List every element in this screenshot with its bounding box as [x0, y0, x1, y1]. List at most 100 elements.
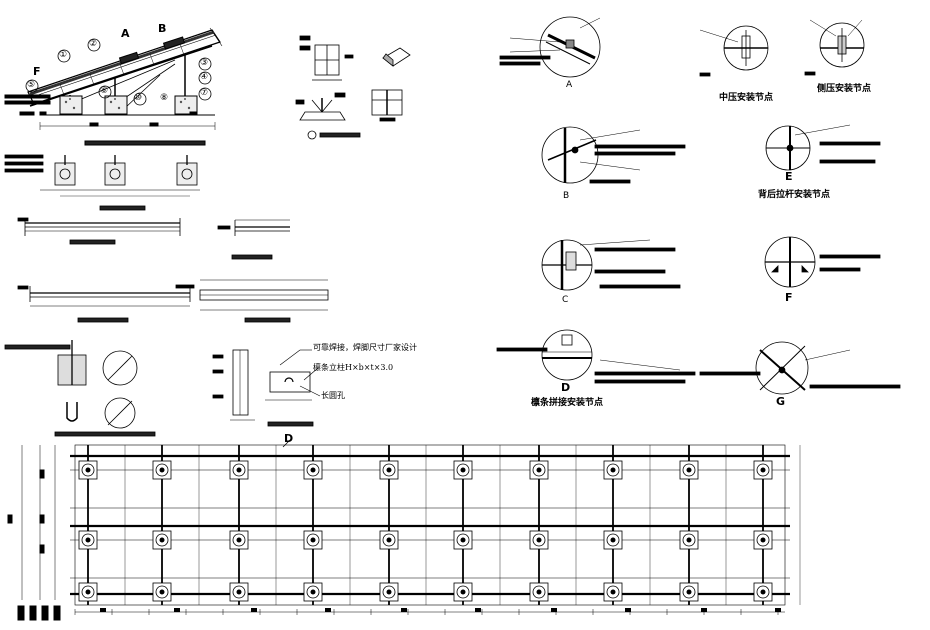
plan-pile-core	[159, 537, 165, 543]
detail-circle-g	[699, 341, 901, 395]
plan-pile-core	[236, 467, 242, 473]
plan-pile-core	[310, 467, 316, 473]
plan-pile	[306, 463, 320, 477]
detail-marker-f: F	[33, 65, 41, 78]
plan-dim-text	[251, 608, 257, 612]
plan-pile-core	[159, 467, 165, 473]
plan-dim-text	[325, 608, 331, 612]
plan-pile	[155, 463, 169, 477]
plan-pile	[232, 463, 246, 477]
plan-pile	[456, 585, 470, 599]
plan-dim-text	[475, 608, 481, 612]
plan-pile	[606, 463, 620, 477]
foundation-details	[4, 154, 200, 211]
plan-pile	[456, 533, 470, 547]
plan-marker-d: D	[284, 432, 294, 445]
plan-dim-text	[100, 608, 106, 612]
plan-pile	[606, 585, 620, 599]
part-number-8: ⑧	[160, 93, 169, 103]
plan-pile-core	[386, 589, 392, 595]
plan-pile-core	[85, 589, 91, 595]
hole-note: 长圆孔	[321, 391, 345, 400]
plan-pile	[456, 463, 470, 477]
detail-circle-d	[496, 329, 696, 384]
weld-detail	[212, 349, 321, 427]
mid-press-title: 中压安装节点	[719, 93, 774, 103]
plan-pile-core	[386, 537, 392, 543]
column-note: 檩条立柱H×b×t×3.0	[313, 363, 394, 372]
plan-dim-text	[401, 608, 407, 612]
plan-pile	[382, 463, 396, 477]
part-number-3: ③	[200, 58, 209, 68]
plan-pile	[756, 533, 770, 547]
side-press-detail	[804, 19, 865, 76]
main-section-view	[4, 27, 223, 146]
plan-pile	[756, 463, 770, 477]
plan-pile-core	[236, 589, 242, 595]
purlin-elevations	[17, 217, 329, 323]
plan-pile-core	[85, 467, 91, 473]
part-number-5: ⑤	[27, 80, 36, 90]
plan-pile-core	[760, 537, 766, 543]
part-number-1: ①	[59, 50, 68, 60]
purlin-joint-title: 檩条拼接安装节点	[531, 398, 604, 408]
plan-pile	[682, 585, 696, 599]
weld-note: 可靠焊接，焊脚尺寸厂家设计	[313, 343, 417, 352]
detail-label-c: C	[562, 295, 569, 305]
detail-circle-e	[765, 124, 881, 171]
plan-pile	[155, 533, 169, 547]
detail-marker-b: B	[158, 22, 167, 35]
plan-pile	[606, 533, 620, 547]
plan-pile	[756, 585, 770, 599]
detail-label-f: F	[785, 291, 793, 304]
plan-pile	[232, 585, 246, 599]
detail-label-b: B	[563, 191, 570, 201]
plan-pile	[532, 585, 546, 599]
detail-label-a: A	[566, 80, 573, 90]
plan-pile	[382, 585, 396, 599]
detail-circle-a	[499, 16, 601, 78]
plan-pile-core	[310, 589, 316, 595]
plan-pile	[532, 463, 546, 477]
plan-dim-text	[174, 608, 180, 612]
detail-circle-c	[541, 239, 681, 291]
plan-pile-core	[686, 467, 692, 473]
mid-press-detail	[699, 25, 769, 77]
plan-pile-core	[760, 467, 766, 473]
plan-pile	[682, 463, 696, 477]
detail-label-d: D	[561, 381, 571, 394]
detail-label-e: E	[785, 170, 793, 183]
part-number-10: ⑩	[134, 93, 143, 103]
plan-pile-core	[686, 589, 692, 595]
plan-pile	[81, 463, 95, 477]
plan-pile	[155, 585, 169, 599]
plan-pile-core	[460, 467, 466, 473]
plan-pile	[81, 533, 95, 547]
part-number-7: ⑦	[200, 88, 209, 98]
plan-pile-core	[85, 537, 91, 543]
plan-pile-core	[610, 537, 616, 543]
plan-pile	[232, 533, 246, 547]
plan-pile-core	[460, 537, 466, 543]
plan-pile-core	[536, 467, 542, 473]
plan-pile-core	[536, 537, 542, 543]
plan-pile	[382, 533, 396, 547]
part-number-6: ⑥	[100, 86, 109, 96]
detail-circle-f	[764, 236, 881, 288]
plan-pile-core	[610, 589, 616, 595]
plan-pile-core	[236, 537, 242, 543]
part-number-2: ②	[89, 39, 98, 49]
bracket-detail-group	[295, 35, 411, 140]
plan-pile-core	[686, 537, 692, 543]
plan-dim-text	[625, 608, 631, 612]
plan-dim-text	[551, 608, 557, 612]
side-press-title: 侧压安装节点	[817, 84, 872, 94]
plan-pile-core	[159, 589, 165, 595]
plan-view	[7, 439, 801, 621]
plan-pile	[306, 585, 320, 599]
plan-pile-core	[536, 589, 542, 595]
back-rod-title: 背后拉杆安装节点	[758, 190, 831, 200]
plan-pile-core	[310, 537, 316, 543]
